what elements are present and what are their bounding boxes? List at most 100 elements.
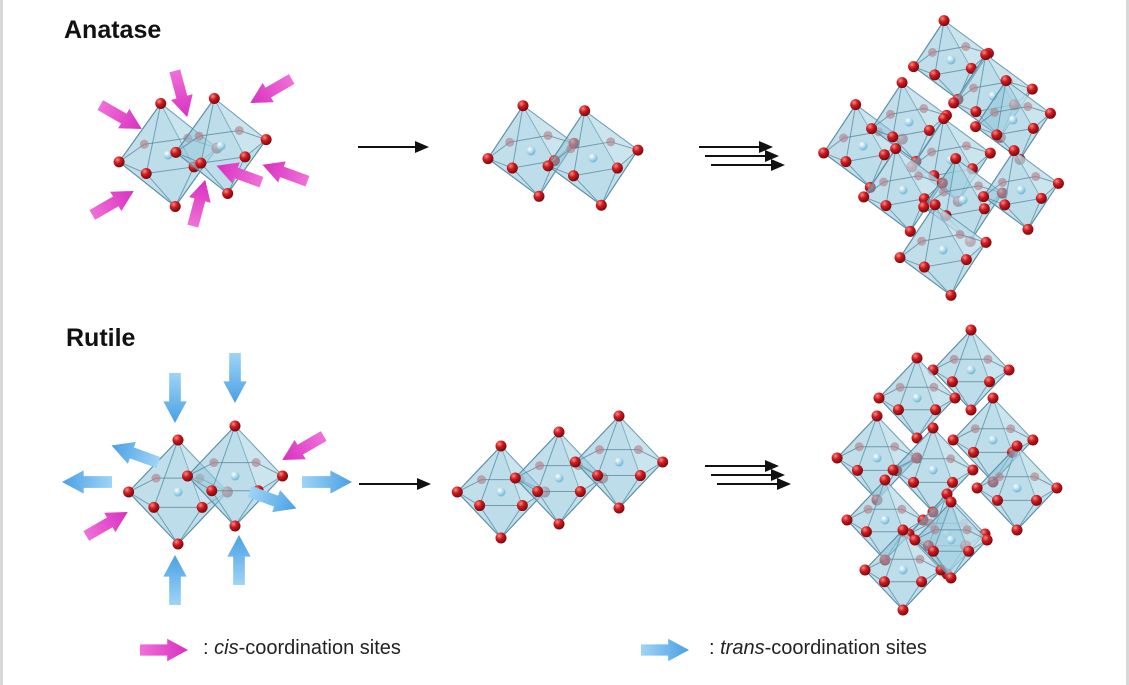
oxygen-atom	[850, 99, 862, 111]
oxygen-atom	[1044, 107, 1056, 119]
titanium-atom	[966, 365, 976, 375]
oxygen-atom	[859, 564, 871, 576]
oxygen-atom	[945, 289, 957, 301]
oxygen-atom	[851, 464, 863, 476]
oxygen-atom	[871, 410, 883, 422]
reaction-arrow-anatase-1	[358, 141, 429, 153]
cis-legend-arrow-icon	[140, 638, 188, 662]
oxygen-atom	[841, 514, 853, 526]
oxygen-atom-back	[915, 554, 925, 564]
oxygen-atom-back	[994, 472, 1004, 482]
oxygen-atom-back	[194, 131, 204, 141]
reaction-arrows-rutile-multi	[705, 460, 791, 490]
trans-arrow-icon	[62, 470, 112, 494]
oxygen-atom	[947, 434, 959, 446]
oxygen-atom	[169, 200, 181, 212]
oxygen-atom-back	[998, 177, 1008, 187]
oxygen-atom-back	[983, 354, 993, 364]
oxygen-atom	[858, 191, 870, 203]
oxygen-atom	[613, 410, 625, 422]
oxygen-atom	[1011, 440, 1023, 452]
oxygen-atom	[971, 482, 983, 494]
oxygen-atom	[991, 129, 1003, 141]
oxygen-atom-back	[962, 525, 972, 535]
oxygen-atom	[172, 538, 184, 550]
oxygen-atom	[517, 100, 529, 112]
oxygen-atom	[170, 146, 182, 158]
titanium-atom	[526, 146, 536, 156]
oxygen-atom	[938, 113, 950, 125]
oxygen-atom	[533, 190, 545, 202]
oxygen-atom	[897, 604, 909, 616]
oxygen-atom	[1027, 122, 1039, 134]
diagram-canvas	[62, 15, 1064, 662]
oxygen-atom	[918, 261, 930, 273]
oxygen-atom-back	[949, 354, 959, 364]
octahedron	[909, 496, 993, 584]
oxygen-atom	[909, 534, 921, 546]
oxygen-atom-back	[970, 424, 980, 434]
cis-arrow-icon	[94, 95, 148, 139]
reaction-arrows-anatase-multi	[699, 141, 785, 171]
octahedron	[542, 105, 644, 211]
oxygen-atom-back	[914, 171, 924, 181]
oxygen-atom-back	[854, 442, 864, 452]
titanium-atom	[496, 487, 506, 497]
cis-arrow-icon	[244, 69, 298, 113]
titanium-atom	[904, 117, 914, 127]
oxygen-atom	[894, 252, 906, 264]
oxygen-atom-back	[974, 181, 984, 191]
oxygen-atom	[946, 376, 958, 388]
oxygen-atom	[948, 97, 960, 109]
oxygen-atom	[978, 191, 990, 203]
oxygen-atom	[980, 49, 992, 61]
oxygen-atom	[916, 576, 928, 588]
oxygen-atom	[949, 392, 961, 404]
oxygen-atom	[890, 143, 902, 155]
rutile-dimer-with-arrows	[62, 353, 352, 605]
oxygen-atom	[880, 200, 892, 212]
cis-legend-prefix: cis	[214, 637, 239, 659]
titanium-atom	[173, 487, 183, 497]
trans-legend-separator: :	[709, 637, 721, 659]
oxygen-atom-back	[606, 137, 616, 147]
oxygen-atom	[930, 404, 942, 416]
cis-arrow-icon	[258, 154, 312, 192]
oxygen-atom	[873, 392, 885, 404]
oxygen-atom-back	[969, 83, 979, 93]
trans-arrow-icon	[163, 555, 187, 605]
titanium-atom	[898, 185, 908, 195]
oxygen-atom	[229, 420, 241, 432]
oxygen-atom	[196, 501, 208, 513]
oxygen-atom	[195, 157, 207, 169]
oxygen-atom	[1052, 177, 1064, 189]
oxygen-atom	[978, 203, 990, 215]
trans-legend-suffix: -coordination sites	[764, 637, 927, 659]
oxygen-atom-back	[886, 109, 896, 119]
oxygen-atom	[950, 153, 962, 165]
oxygen-atom	[509, 472, 521, 484]
oxygen-atom-back	[234, 125, 244, 135]
oxygen-atom	[474, 500, 486, 512]
oxygen-atom	[970, 106, 982, 118]
oxygen-atom-back	[566, 144, 576, 154]
oxygen-atom	[1000, 75, 1012, 87]
titanium-atom	[216, 141, 226, 151]
oxygen-atom	[632, 144, 644, 156]
oxygen-atom	[495, 440, 507, 452]
oxygen-atom	[208, 92, 220, 104]
oxygen-atom	[945, 572, 957, 584]
cis-legend-separator: :	[203, 637, 215, 659]
oxygen-atom	[965, 404, 977, 416]
oxygen-atom	[929, 69, 941, 81]
oxygen-atom	[1008, 145, 1020, 157]
octahedron	[978, 145, 1064, 235]
oxygen-atom-back	[839, 133, 849, 143]
titanium-atom	[1016, 185, 1026, 195]
oxygen-atom	[574, 486, 586, 498]
oxygen-atom	[568, 170, 580, 182]
oxygen-atom-back	[919, 104, 929, 114]
oxygen-atom	[1035, 192, 1047, 204]
oxygen-atom	[182, 470, 193, 482]
octahedron	[894, 199, 992, 301]
